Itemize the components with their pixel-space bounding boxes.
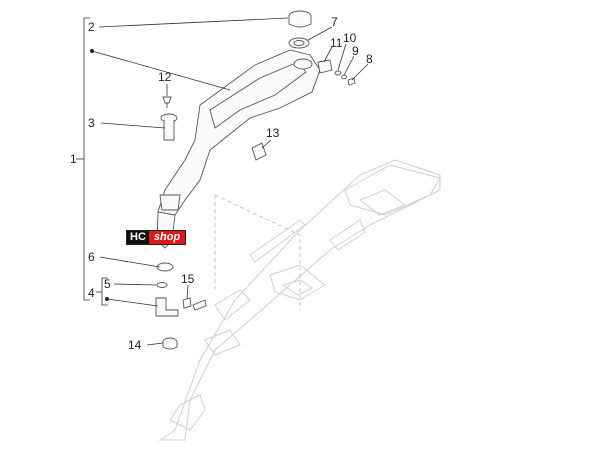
hose-clamp xyxy=(156,262,174,272)
screw-12 xyxy=(162,96,172,108)
grommet-14 xyxy=(162,337,178,350)
callout-9: 9 xyxy=(352,44,359,58)
callout-12: 12 xyxy=(158,70,172,84)
tank-cap xyxy=(288,10,312,28)
expansion-tank xyxy=(156,49,321,249)
clip-13 xyxy=(251,142,267,161)
leader-lines xyxy=(90,17,369,346)
bracket-hardware xyxy=(317,59,356,86)
drain-plug xyxy=(160,113,178,141)
washer-fitting xyxy=(155,282,179,317)
callout-4: 4 xyxy=(88,286,95,300)
callout-7: 7 xyxy=(331,15,338,29)
callout-15: 15 xyxy=(181,272,195,286)
callout-11: 11 xyxy=(330,36,343,50)
logo-shop-text: shop xyxy=(148,231,186,244)
callout-8: 8 xyxy=(366,52,373,66)
hc-shop-logo: HC shop xyxy=(126,230,187,245)
callout-10: 10 xyxy=(343,31,357,45)
frame-outline xyxy=(158,159,441,441)
cap-seal xyxy=(288,37,310,49)
callout-6: 6 xyxy=(88,250,95,264)
callout-14: 14 xyxy=(128,338,142,352)
callout-1: 1 xyxy=(70,152,77,166)
callout-3: 3 xyxy=(88,116,95,130)
group-bracket-4 xyxy=(101,277,108,306)
logo-hc-text: HC xyxy=(127,231,149,244)
callout-2: 2 xyxy=(88,20,95,34)
callout-5: 5 xyxy=(104,277,111,291)
callout-13: 13 xyxy=(266,126,280,140)
spring-15 xyxy=(182,297,207,311)
